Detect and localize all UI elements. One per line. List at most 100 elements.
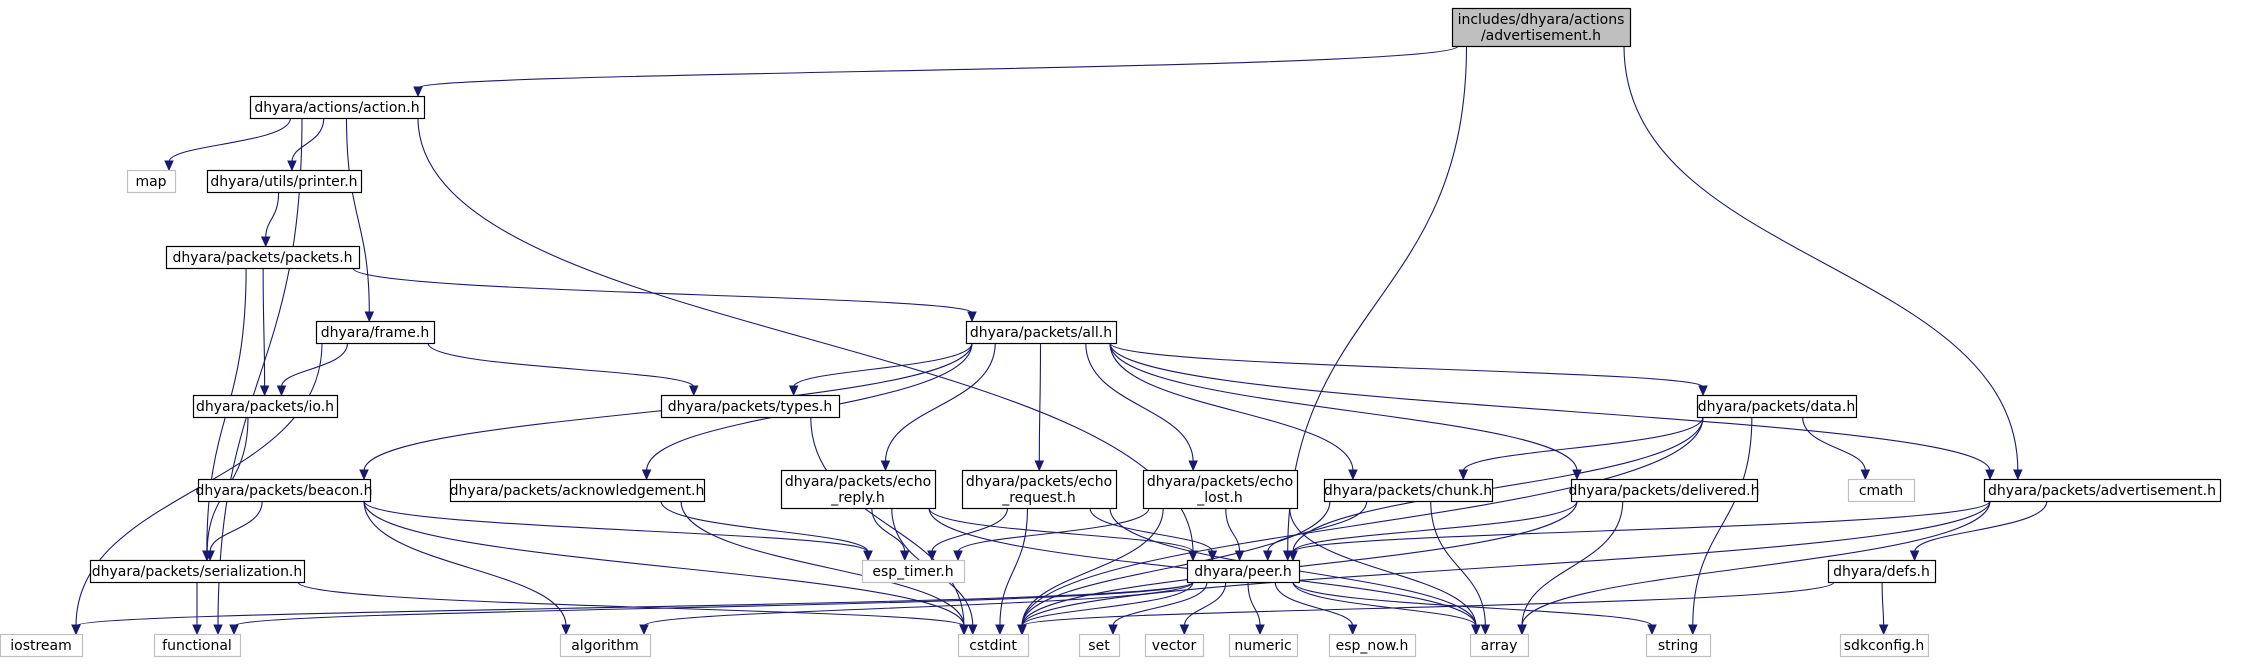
edge-echoreply-to-esptimer xyxy=(871,507,906,553)
edge-action-to-functional xyxy=(217,117,303,627)
arrowhead-action-to-map xyxy=(164,160,174,172)
node-array: array xyxy=(1469,633,1530,658)
node-echoreply[interactable]: dhyara/packets/echo_reply.h xyxy=(780,469,937,510)
node-box-peer xyxy=(1186,559,1301,584)
node-box-frame xyxy=(315,320,436,345)
edge-peer-to-functional xyxy=(233,581,1194,627)
node-box-set xyxy=(1078,633,1121,658)
arrowhead-adv-to-array xyxy=(1517,624,1527,636)
edge-printer-to-packets xyxy=(265,191,280,239)
edge-all-to-data xyxy=(1109,342,1704,388)
node-cmath: cmath xyxy=(1847,478,1916,503)
node-data[interactable]: dhyara/packets/data.h xyxy=(1696,394,1858,419)
node-types[interactable]: dhyara/packets/types.h xyxy=(660,394,841,419)
node-label-delivered: dhyara/packets/delivered.h xyxy=(1568,483,1759,499)
edge-adv-to-defs xyxy=(1914,500,2048,553)
edge-packets-to-all xyxy=(352,267,973,314)
node-box-iostream xyxy=(0,633,84,658)
node-label-serial: dhyara/packets/serialization.h xyxy=(92,564,303,580)
node-ack[interactable]: dhyara/packets/acknowledgement.h xyxy=(449,478,706,503)
node-functional: functional xyxy=(153,633,242,658)
node-action[interactable]: dhyara/actions/action.h xyxy=(249,95,426,120)
node-delivered[interactable]: dhyara/packets/delivered.h xyxy=(1568,478,1760,503)
node-esptimer: esp_timer.h xyxy=(861,559,966,584)
node-box-echolost xyxy=(1142,469,1299,510)
arrowhead-all-to-types xyxy=(788,385,799,397)
node-all[interactable]: dhyara/packets/all.h xyxy=(965,320,1118,345)
node-map: map xyxy=(126,169,177,194)
node-iostream: iostream xyxy=(0,633,84,658)
node-label-sdkconfig: sdkconfig.h xyxy=(1844,638,1924,654)
arrowhead-action-to-functional xyxy=(213,624,223,636)
arrowhead-echoreq-to-cstdint xyxy=(995,624,1005,636)
edge-peer-to-numeric xyxy=(1247,581,1261,627)
node-packets[interactable]: dhyara/packets/packets.h xyxy=(165,245,361,270)
node-box-ack xyxy=(449,478,706,503)
node-label-esptimer: esp_timer.h xyxy=(872,564,953,580)
arrowhead-printer-to-packets xyxy=(260,236,271,248)
arrowhead-all-to-adv xyxy=(1985,469,1995,481)
node-label-set: set xyxy=(1088,638,1110,654)
node-label-string: string xyxy=(1658,638,1698,654)
node-box-printer xyxy=(206,169,363,194)
node-box-vector xyxy=(1144,633,1205,658)
node-io[interactable]: dhyara/packets/io.h xyxy=(192,394,339,419)
node-label-echolost-line1: dhyara/packets/echo xyxy=(1147,474,1293,490)
node-peer[interactable]: dhyara/peer.h xyxy=(1186,559,1301,584)
arrowhead-beacon-to-algorithm xyxy=(561,624,571,636)
node-defs[interactable]: dhyara/defs.h xyxy=(1827,559,1937,584)
arrowhead-all-to-beacon xyxy=(359,469,369,481)
node-vector: vector xyxy=(1144,633,1205,658)
node-box-echoreply xyxy=(780,469,937,510)
edge-root-to-adv xyxy=(1623,45,2019,472)
node-echoreq[interactable]: dhyara/packets/echo_request.h xyxy=(961,469,1118,510)
edge-delivered-to-peer xyxy=(1292,500,1578,553)
arrowhead-adv-to-defs xyxy=(1909,550,1920,562)
edge-echoreply-to-peer xyxy=(928,507,1194,553)
node-label-chunk: dhyara/packets/chunk.h xyxy=(1324,483,1492,499)
node-frame[interactable]: dhyara/frame.h xyxy=(315,320,436,345)
node-box-echoreq xyxy=(961,469,1118,510)
node-echolost[interactable]: dhyara/packets/echo_lost.h xyxy=(1142,469,1299,510)
node-box-cmath xyxy=(1847,478,1916,503)
node-box-algorithm xyxy=(559,633,652,658)
node-box-packets xyxy=(165,245,361,270)
node-beacon[interactable]: dhyara/packets/beacon.h xyxy=(195,478,373,503)
arrowhead-echoreq-to-esptimer xyxy=(927,550,937,562)
edge-peer-to-algorithm xyxy=(643,581,1194,627)
arrowhead-serial-to-functional xyxy=(192,624,202,636)
node-cstdint: cstdint xyxy=(957,633,1030,658)
edge-peer-to-espnow xyxy=(1274,581,1354,627)
node-label-beacon: dhyara/packets/beacon.h xyxy=(195,483,372,499)
edge-data-to-peer xyxy=(1292,416,1704,553)
arrowhead-data-to-chunk xyxy=(1458,469,1469,481)
arrowhead-all-to-chunk xyxy=(1348,469,1358,481)
node-algorithm: algorithm xyxy=(559,633,652,658)
edge-all-to-echoreq xyxy=(1038,342,1042,463)
node-root[interactable]: includes/dhyara/actions/advertisement.h xyxy=(1451,7,1632,48)
arrowhead-beacon-to-serial xyxy=(205,550,215,562)
edge-frame-to-types xyxy=(427,342,695,388)
arrowhead-packets-to-all xyxy=(967,311,977,323)
node-box-numeric xyxy=(1228,633,1299,658)
node-box-beacon xyxy=(197,478,372,503)
edge-beacon-to-serial xyxy=(209,500,263,553)
node-label-types: dhyara/packets/types.h xyxy=(668,399,832,415)
node-label-root-line2: /advertisement.h xyxy=(1481,28,1601,44)
edge-beacon-to-cstdint xyxy=(363,500,965,627)
node-serial[interactable]: dhyara/packets/serialization.h xyxy=(89,559,306,584)
edge-all-to-adv xyxy=(1109,342,1991,472)
node-label-iostream: iostream xyxy=(10,638,72,654)
arrowhead-peer-to-functional xyxy=(229,624,239,636)
node-set: set xyxy=(1078,633,1121,658)
node-chunk[interactable]: dhyara/packets/chunk.h xyxy=(1324,478,1494,503)
arrowhead-packets-to-io xyxy=(259,385,270,397)
edge-peer-to-set xyxy=(1112,581,1208,627)
node-adv[interactable]: dhyara/packets/advertisement.h xyxy=(1983,478,2222,503)
node-label-root-line1: includes/dhyara/actions xyxy=(1458,12,1625,28)
edge-adv-to-cstdint xyxy=(1021,500,1991,627)
node-box-action xyxy=(249,95,426,120)
node-printer[interactable]: dhyara/utils/printer.h xyxy=(206,169,363,194)
edge-root-to-peer xyxy=(1287,45,1468,553)
node-box-array xyxy=(1469,633,1530,658)
